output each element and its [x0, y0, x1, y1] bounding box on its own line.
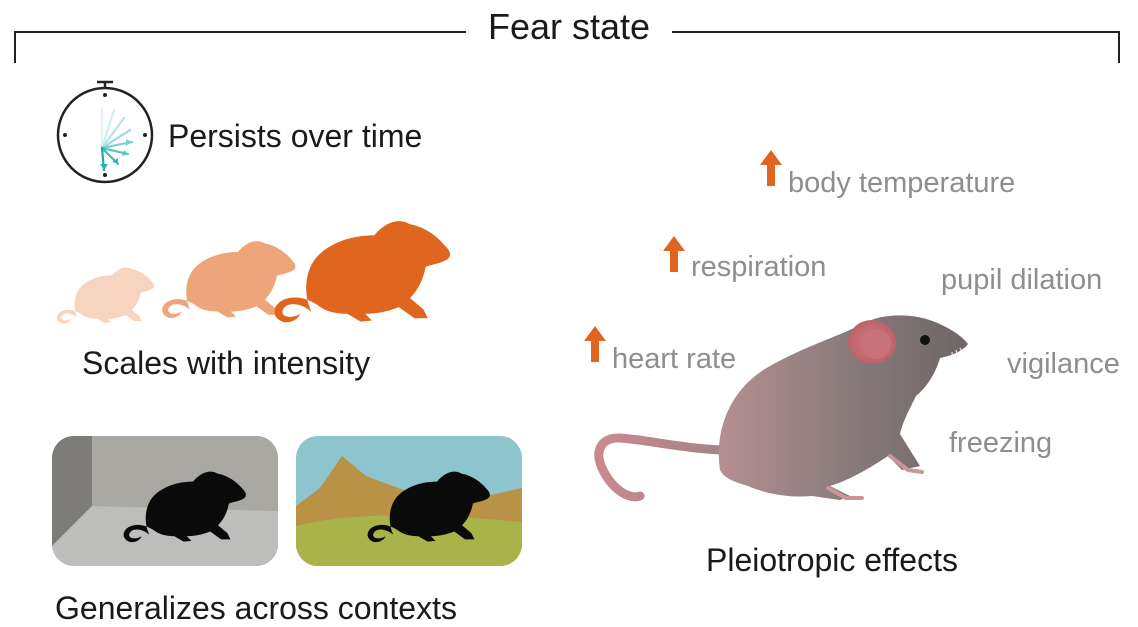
- stopwatch-icon: [52, 80, 158, 186]
- scaling-mice-illustration: [30, 205, 490, 335]
- label-respiration: respiration: [691, 251, 826, 284]
- label-body-temperature: body temperature: [788, 167, 1015, 200]
- diagram-title: Fear state: [0, 6, 1138, 48]
- mouse-large-dark: [274, 221, 450, 322]
- context-box-landscape: [296, 436, 522, 566]
- label-pupil-dilation: pupil dilation: [941, 264, 1102, 297]
- arrow-up-icon: [760, 150, 782, 186]
- label-scales-with-intensity: Scales with intensity: [82, 345, 370, 382]
- grey-mouse-illustration: [590, 300, 980, 515]
- mouse-small-light: [57, 267, 154, 323]
- arrow-up-icon: [663, 236, 685, 272]
- mouse-medium: [162, 241, 295, 318]
- label-vigilance: vigilance: [1007, 348, 1120, 381]
- label-generalizes-across-contexts: Generalizes across contexts: [55, 590, 457, 627]
- label-persists-over-time: Persists over time: [168, 118, 422, 155]
- label-pleiotropic-effects: Pleiotropic effects: [706, 542, 958, 579]
- context-box-grey-room: [52, 436, 278, 566]
